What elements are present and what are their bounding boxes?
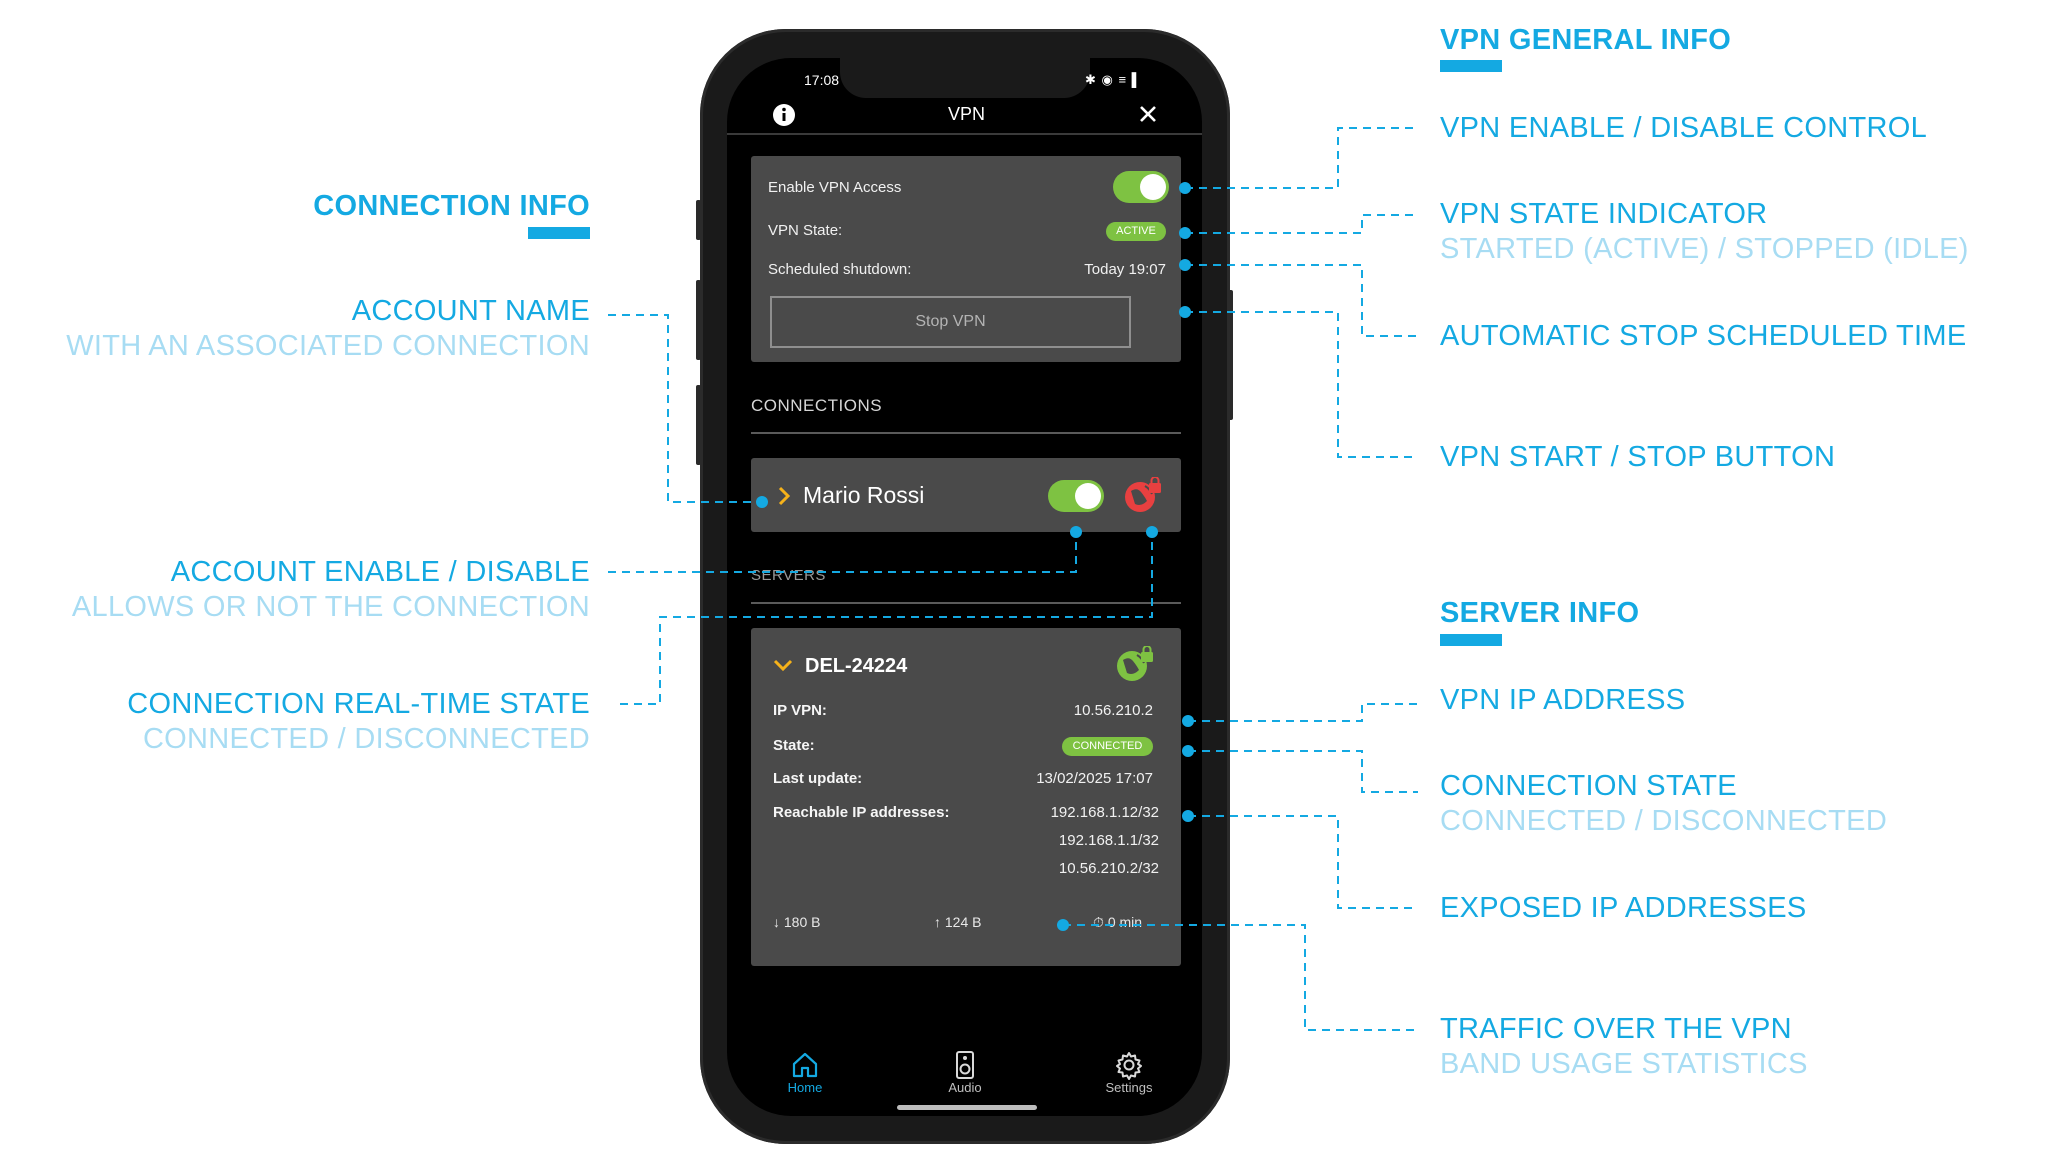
scheduled-shutdown-value: Today 19:07 xyxy=(1084,261,1166,278)
traffic-tx-value: 124 B xyxy=(944,914,982,930)
close-icon[interactable] xyxy=(1138,104,1158,124)
servers-divider xyxy=(751,602,1181,604)
realtime-state-sublabel: CONNECTED / DISCONNECTED xyxy=(142,723,590,755)
chevron-down-icon[interactable] xyxy=(772,658,794,672)
server-update-value: 13/02/2025 17:07 xyxy=(1036,770,1153,787)
nav-audio[interactable]: Audio xyxy=(935,1050,995,1095)
scheduled-shutdown-label: Scheduled shutdown: xyxy=(768,261,912,278)
server-info-title: SERVER INFO xyxy=(1440,597,1640,629)
server-name: DEL-24224 xyxy=(805,655,908,677)
home-icon xyxy=(792,1052,818,1078)
dot-state-indicator xyxy=(1179,227,1191,239)
vpn-general-underline xyxy=(1440,60,1502,72)
connection-state-label: CONNECTION STATE xyxy=(1440,770,1737,802)
account-enable-sublabel: ALLOWS OR NOT THE CONNECTION xyxy=(71,591,590,623)
dot-start-stop xyxy=(1179,306,1191,318)
connections-section-label: CONNECTIONS xyxy=(751,396,883,415)
connection-info-title: CONNECTION INFO xyxy=(313,190,590,222)
server-reachable-ip-3: 10.56.210.2/32 xyxy=(1058,860,1159,877)
start-stop-button-label: VPN START / STOP BUTTON xyxy=(1440,441,1836,473)
phone-side-button-mute xyxy=(696,200,701,240)
toggle-knob xyxy=(1140,174,1166,200)
traffic-rx-value: 180 B xyxy=(783,914,821,930)
globe-lock-green-icon xyxy=(1117,646,1153,681)
vpn-general-title: VPN GENERAL INFO xyxy=(1440,24,1732,56)
server-ip-value: 10.56.210.2 xyxy=(1073,702,1153,719)
server-ip-label: IP VPN: xyxy=(773,702,827,719)
dot-exposed-ips xyxy=(1182,810,1194,822)
server-info-underline xyxy=(1440,634,1502,646)
timer-icon: ⏱ xyxy=(1093,914,1104,930)
dot-traffic xyxy=(1057,919,1069,931)
traffic-duration-value: 0 min xyxy=(1107,914,1143,930)
header-divider xyxy=(727,133,1202,135)
realtime-state-label: CONNECTION REAL-TIME STATE xyxy=(127,688,590,720)
nav-settings-label: Settings xyxy=(1105,1080,1153,1095)
traffic-rx: ↓ 180 B xyxy=(773,914,820,930)
vpn-state-badge: ACTIVE xyxy=(1106,222,1166,241)
nav-home-label: Home xyxy=(787,1080,823,1095)
dot-connection-state xyxy=(1182,745,1194,757)
info-icon[interactable] xyxy=(772,103,796,127)
enable-vpn-label: Enable VPN Access xyxy=(768,179,902,196)
dot-account-enable xyxy=(1070,526,1082,538)
dot-enable-control xyxy=(1179,182,1191,194)
state-indicator-sublabel: STARTED (ACTIVE) / STOPPED (IDLE) xyxy=(1440,233,1969,265)
auto-stop-label: AUTOMATIC STOP SCHEDULED TIME xyxy=(1440,320,1967,352)
phone-notch xyxy=(840,58,1090,98)
server-state-badge: CONNECTED xyxy=(1062,737,1153,756)
account-name-sublabel: WITH AN ASSOCIATED CONNECTION xyxy=(66,330,590,362)
servers-section-label: SERVERS xyxy=(751,567,826,584)
vpn-state-label: VPN State: xyxy=(768,222,843,239)
server-reachable-ip-2: 192.168.1.1/32 xyxy=(1058,832,1159,849)
dot-auto-stop xyxy=(1179,259,1191,271)
account-enable-label: ACCOUNT ENABLE / DISABLE xyxy=(170,556,590,588)
account-name-label: ACCOUNT NAME xyxy=(351,295,590,327)
vpn-ip-label: VPN IP ADDRESS xyxy=(1440,684,1686,716)
arrow-down-icon: ↓ xyxy=(773,914,780,930)
server-update-label: Last update: xyxy=(773,770,863,787)
enable-control-label: VPN ENABLE / DISABLE CONTROL xyxy=(1440,112,1928,144)
gear-icon xyxy=(1116,1052,1142,1080)
connection-account-name: Mario Rossi xyxy=(803,482,925,508)
toggle-knob xyxy=(1075,483,1101,509)
connection-info-underline xyxy=(528,227,590,239)
account-enable-toggle[interactable] xyxy=(1048,480,1104,512)
nav-home[interactable]: Home xyxy=(775,1050,835,1095)
home-indicator xyxy=(897,1105,1037,1110)
enable-vpn-toggle[interactable] xyxy=(1113,171,1169,203)
dot-realtime-state xyxy=(1146,526,1158,538)
status-time: 17:08 xyxy=(804,72,840,88)
dot-vpn-ip xyxy=(1182,715,1194,727)
connection-state-sublabel: CONNECTED / DISCONNECTED xyxy=(1440,805,1888,837)
connections-divider xyxy=(751,432,1181,434)
nav-audio-label: Audio xyxy=(948,1080,982,1095)
exposed-ips-label: EXPOSED IP ADDRESSES xyxy=(1440,892,1807,924)
chevron-right-icon[interactable] xyxy=(777,485,791,507)
page-title: VPN xyxy=(948,104,986,124)
server-state-label: State: xyxy=(773,737,815,754)
state-indicator-label: VPN STATE INDICATOR xyxy=(1440,198,1768,230)
server-reachable-label: Reachable IP addresses: xyxy=(773,804,950,821)
traffic-sublabel: BAND USAGE STATISTICS xyxy=(1440,1048,1808,1080)
arrow-up-icon: ↑ xyxy=(934,914,941,930)
server-reachable-ip-1: 192.168.1.12/32 xyxy=(1050,804,1159,821)
stop-vpn-button[interactable]: Stop VPN xyxy=(770,296,1131,348)
speaker-icon xyxy=(956,1051,974,1079)
traffic-duration: ⏱ 0 min xyxy=(1093,914,1142,931)
vpn-card xyxy=(751,156,1181,362)
traffic-tx: ↑ 124 B xyxy=(934,914,981,930)
connection-card[interactable] xyxy=(751,458,1181,532)
nav-settings[interactable]: Settings xyxy=(1096,1050,1162,1095)
globe-lock-red-icon xyxy=(1125,477,1161,512)
status-icons: ✱ ◉ ≡ ▌ xyxy=(1085,72,1142,87)
dot-account-name xyxy=(756,496,768,508)
traffic-label: TRAFFIC OVER THE VPN xyxy=(1440,1013,1792,1045)
